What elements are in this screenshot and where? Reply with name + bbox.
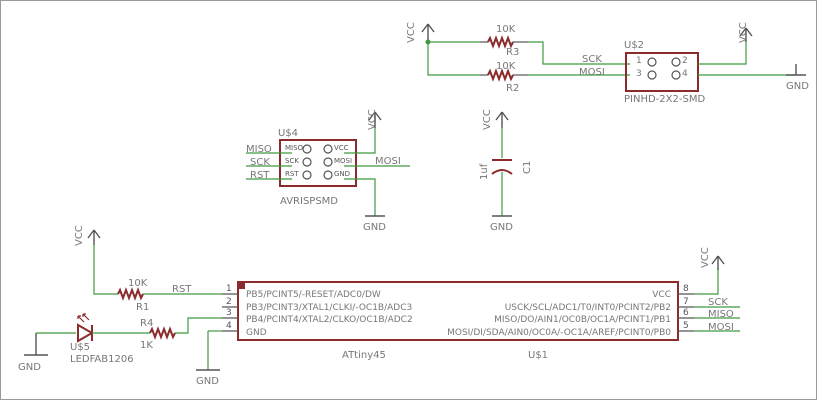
u2-pin-4: 4 <box>682 69 688 79</box>
u4-pin-miso: MISO <box>285 144 304 152</box>
vcc-symbol-isp: VCC <box>367 109 382 130</box>
net-isp-sck: SCK <box>250 157 270 168</box>
net-mcu-mosi: MOSI <box>708 322 734 333</box>
resistor-r1: 10K R1 <box>117 278 149 313</box>
r2-value: 10K <box>496 61 516 72</box>
vcc-label-header: VCC <box>738 22 749 43</box>
r4-name: R4 <box>140 318 153 329</box>
wire-header-vcc <box>698 40 747 65</box>
resistor-r3: 10K R3 <box>480 24 528 58</box>
net-sck-header: SCK <box>582 54 602 65</box>
u1-pinnum-2: 2 <box>226 297 232 307</box>
resistor-r2: 10K R2 <box>480 61 528 94</box>
u2-pin-2: 2 <box>682 56 688 66</box>
r3-name: R3 <box>506 47 519 58</box>
net-isp-miso: MISO <box>246 144 272 155</box>
u4-pin-rst: RST <box>285 170 299 178</box>
r1-name: R1 <box>136 302 149 313</box>
u1-pinnum-1: 1 <box>226 284 232 294</box>
u1-pinnum-3: 3 <box>226 308 232 318</box>
vcc-symbol-r2r3: VCC <box>406 22 435 43</box>
r1-value: 10K <box>128 278 148 289</box>
u2-pin-1: 1 <box>636 56 642 66</box>
u4-package: AVRISPSMD <box>280 196 338 207</box>
r4-value: 1K <box>140 340 153 351</box>
gnd-label-mcu: GND <box>196 376 219 387</box>
mcu-u1: 1 2 3 4 PB5/PCINT5/-RESET/ADC0/DW PB3/PC… <box>222 281 694 361</box>
vcc-label-isp: VCC <box>367 109 378 130</box>
gnd-label-cap: GND <box>490 222 513 233</box>
c1-value: 1uf <box>479 163 490 180</box>
r3-value: 10K <box>496 24 516 35</box>
net-r1-rst: RST <box>172 284 192 295</box>
c1-name: C1 <box>522 161 533 174</box>
u5-package: LEDFAB1206 <box>70 354 134 365</box>
capacitor-c1: 1uf C1 <box>479 159 533 180</box>
u1-pin-right-8: VCC <box>652 290 671 300</box>
vcc-label-r1: VCC <box>74 225 85 246</box>
resistor-r4: R4 1K <box>140 318 176 351</box>
r2-name: R2 <box>506 83 519 94</box>
u4-name: U$4 <box>278 128 298 139</box>
u4-pin-vcc: VCC <box>334 144 349 152</box>
net-isp-mosi: MOSI <box>375 156 401 167</box>
net-mcu-sck: SCK <box>708 297 728 308</box>
header-u2: U$2 1 3 2 4 PINHD-2X2-SMD <box>624 40 705 105</box>
wire-r4-pb4 <box>175 317 222 334</box>
u2-name: U$2 <box>624 40 644 51</box>
gnd-symbol-isp: GND <box>363 215 386 233</box>
net-isp-rst: RST <box>250 170 270 181</box>
u1-package: ATtiny45 <box>342 350 386 361</box>
isp-header-u4: U$4 MISO SCK RST VCC MOSI GND AVRISPSMD <box>278 128 357 207</box>
u1-pinnum-4: 4 <box>226 321 232 331</box>
gnd-symbol-led: GND <box>18 333 48 373</box>
vcc-symbol-r1: VCC <box>74 225 101 246</box>
vcc-symbol-mcu: VCC <box>700 247 725 270</box>
u5-name: U$5 <box>70 342 90 353</box>
gnd-symbol-cap: GND <box>490 215 513 233</box>
wire-isp-gnd <box>344 178 376 216</box>
gnd-label-isp: GND <box>363 222 386 233</box>
vcc-label-mcu: VCC <box>700 247 711 268</box>
net-mcu-miso: MISO <box>708 309 734 320</box>
u4-pin-mosi: MOSI <box>334 157 352 165</box>
gnd-symbol-header: GND <box>786 64 809 92</box>
u4-pin-gnd: GND <box>334 170 350 178</box>
u2-package: PINHD-2X2-SMD <box>624 94 705 105</box>
wire-sck-header <box>528 41 630 65</box>
u1-pin-left-2: PB3/PCINT3/XTAL1/CLKI/-OC1B/ADC3 <box>246 303 412 313</box>
wire-vcc-r2 <box>427 42 480 76</box>
u1-pinnum-7: 7 <box>683 297 689 307</box>
u1-name: U$1 <box>528 350 548 361</box>
vcc-label-r2r3: VCC <box>406 22 417 43</box>
led-u5: U$5 LEDFAB1206 <box>36 313 134 365</box>
u1-pin-left-1: PB5/PCINT5/-RESET/ADC0/DW <box>246 290 381 300</box>
net-mosi-header: MOSI <box>579 67 605 78</box>
wire-vcc-r1 <box>93 245 118 295</box>
u1-pin-right-6: MISO/DO/AIN1/OC0B/OC1A/PCINT1/PB1 <box>494 315 671 325</box>
vcc-label-cap: VCC <box>482 109 493 130</box>
u1-pinnum-5: 5 <box>683 321 689 331</box>
gnd-label-header: GND <box>786 81 809 92</box>
u4-pin-sck: SCK <box>285 157 299 165</box>
vcc-symbol-header: VCC <box>738 22 753 43</box>
gnd-label-led: GND <box>18 362 41 373</box>
vcc-symbol-cap: VCC <box>482 109 509 130</box>
wire-mcu-vcc <box>694 268 719 295</box>
u1-pinnum-6: 6 <box>683 308 689 318</box>
gnd-symbol-mcu: GND <box>196 369 220 387</box>
u1-pin-right-7: USCK/SCL/ADC1/T0/INT0/PCINT2/PB2 <box>505 303 671 313</box>
u1-pinnum-8: 8 <box>683 284 689 294</box>
u2-pin-3: 3 <box>636 69 642 79</box>
u1-pin-left-4: GND <box>246 328 267 338</box>
u1-pin-left-3: PB4/PCINT4/XTAL2/CLKO/OC1B/ADC2 <box>246 315 413 325</box>
u1-pin-right-5: MOSI/DI/SDA/AIN0/OC0A/-OC1A/AREF/PCINT0/… <box>447 328 671 338</box>
